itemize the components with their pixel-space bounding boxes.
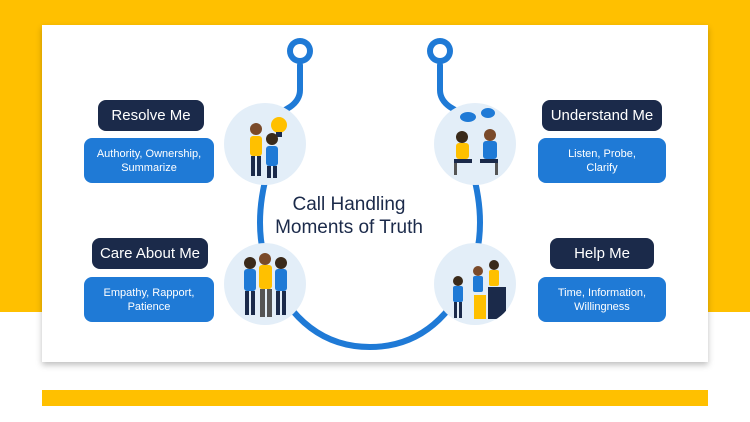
understand-me-title: Understand Me xyxy=(542,100,662,131)
resolve-me-description: Authority, Ownership, Summarize xyxy=(84,138,214,183)
people-conversation-icon xyxy=(434,103,516,185)
resolve-me-title: Resolve Me xyxy=(98,100,204,131)
helping-hand-climb-icon xyxy=(434,243,516,325)
center-title: Call Handling Moments of Truth xyxy=(275,194,423,238)
care-about-me-title: Care About Me xyxy=(92,238,208,269)
group-friends-icon xyxy=(224,243,306,325)
help-me-title: Help Me xyxy=(550,238,654,269)
bottom-accent-bar xyxy=(42,390,708,406)
people-idea-icon xyxy=(224,103,306,185)
help-me-description: Time, Information, Willingness xyxy=(538,277,666,322)
care-about-me-description: Empathy, Rapport, Patience xyxy=(84,277,214,322)
slide: Call Handling Moments of Truth xyxy=(42,25,708,362)
understand-me-description: Listen, Probe, Clarify xyxy=(538,138,666,183)
